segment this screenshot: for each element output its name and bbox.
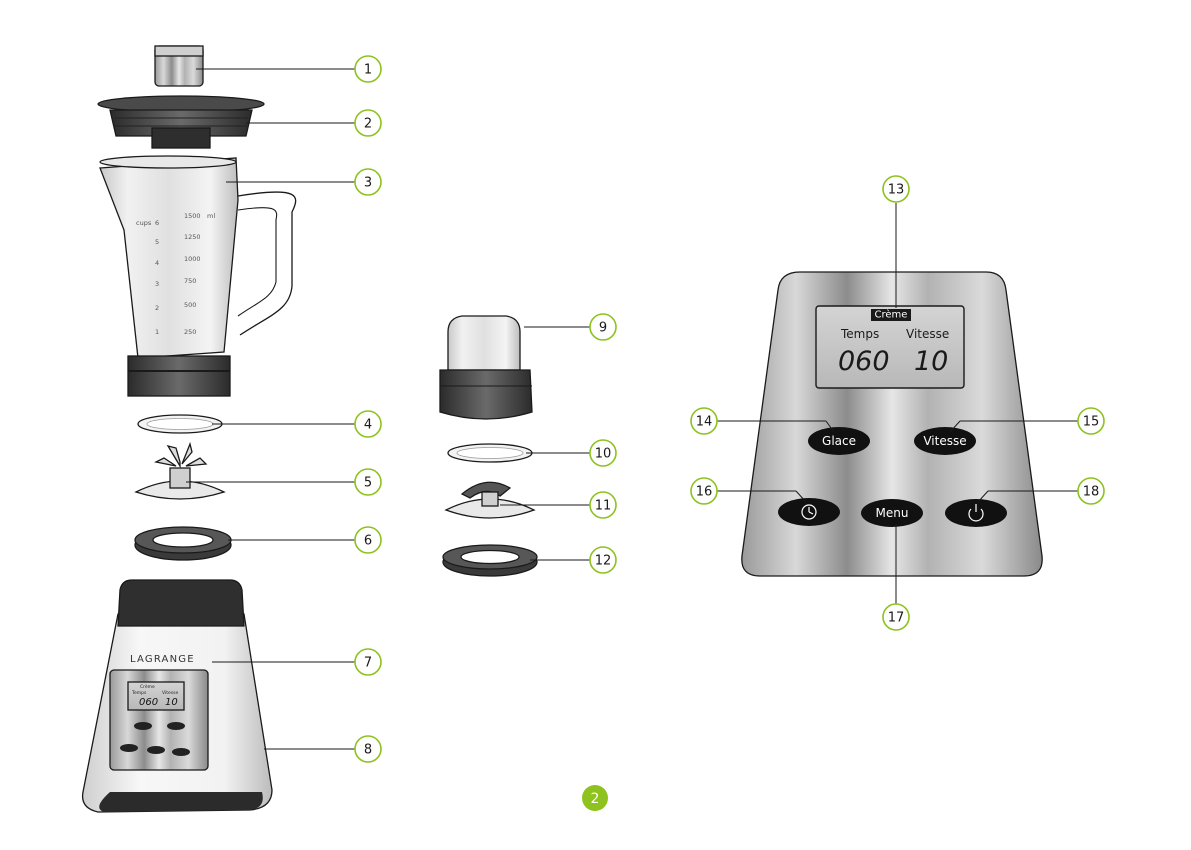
scale-cup-1: 1 (155, 328, 159, 336)
scale-ml-1500: 1500 (184, 212, 201, 220)
jug-lid (98, 96, 264, 148)
panel-speed-value: 10 (914, 346, 948, 377)
callout-17: 17 (888, 611, 905, 626)
power-button[interactable] (945, 499, 1007, 527)
scale-unit: ml (207, 212, 215, 220)
callout-9: 9 (599, 321, 607, 336)
glace-button-label: Glace (822, 434, 856, 448)
measuring-cap (155, 46, 203, 86)
menu-button-label: Menu (876, 506, 909, 520)
brand-logo: LAGRANGE (130, 654, 195, 665)
callout-6: 6 (364, 534, 372, 549)
timer-button[interactable] (778, 498, 840, 526)
motor-base: LAGRANGE Crème Temps Vitesse 060 10 (83, 580, 272, 812)
base-button-timer[interactable] (120, 744, 138, 752)
scale-cup-6: 6 (155, 219, 159, 227)
blade-assembly (136, 444, 224, 499)
scale-cups-label: cups (136, 219, 152, 227)
panel-lcd-mode: Crème (875, 309, 908, 321)
scale-cup-2: 2 (155, 304, 159, 312)
panel-time-label: Temps (840, 327, 879, 341)
callout-4: 4 (364, 418, 372, 433)
callout-1: 1 (364, 63, 372, 78)
page-number: 2 (591, 791, 600, 807)
vitesse-button-label: Vitesse (923, 434, 966, 448)
locking-ring-small (443, 545, 537, 576)
callout-13: 13 (888, 183, 905, 198)
mini-bowl (440, 316, 532, 419)
base-button-power[interactable] (172, 748, 190, 756)
base-lcd-speed: 10 (165, 697, 178, 708)
base-lcd-speed-label: Vitesse (162, 690, 178, 696)
callout-11: 11 (595, 499, 612, 514)
scale-ml-1000: 1000 (184, 255, 201, 263)
callout-15: 15 (1083, 415, 1100, 430)
callout-16: 16 (696, 485, 713, 500)
callout-7: 7 (364, 656, 372, 671)
base-button-glace[interactable] (134, 722, 152, 730)
glass-jug (100, 156, 296, 396)
scale-ml-1250: 1250 (184, 233, 201, 241)
panel-speed-label: Vitesse (906, 327, 949, 341)
glace-button[interactable]: Glace (808, 427, 870, 455)
scale-ml-500: 500 (184, 301, 196, 309)
callout-14: 14 (696, 415, 713, 430)
menu-button[interactable]: Menu (861, 499, 923, 527)
scale-cup-3: 3 (155, 280, 159, 288)
base-lcd-time-label: Temps (131, 690, 147, 696)
callout-3: 3 (364, 176, 372, 191)
base-lcd-time: 060 (139, 697, 158, 708)
page-number-badge: 2 (582, 785, 608, 811)
base-button-menu[interactable] (147, 746, 165, 754)
callout-10: 10 (595, 447, 612, 462)
scale-cup-5: 5 (155, 238, 159, 246)
scale-ml-250: 250 (184, 328, 196, 336)
callout-2: 2 (364, 117, 372, 132)
grinding-blade (446, 482, 534, 518)
callout-12: 12 (595, 554, 612, 569)
panel-time-value: 060 (838, 346, 890, 377)
control-panel: Crème Temps Vitesse 060 10 Glace Vitesse… (742, 272, 1042, 576)
base-button-vitesse[interactable] (167, 722, 185, 730)
locking-ring-large (135, 527, 231, 560)
callout-5: 5 (364, 476, 372, 491)
scale-cup-4: 4 (155, 259, 159, 267)
callout-18: 18 (1083, 485, 1100, 500)
scale-ml-750: 750 (184, 277, 196, 285)
callout-8: 8 (364, 743, 372, 758)
base-lcd-mode: Crème (140, 683, 155, 690)
vitesse-button[interactable]: Vitesse (914, 427, 976, 455)
